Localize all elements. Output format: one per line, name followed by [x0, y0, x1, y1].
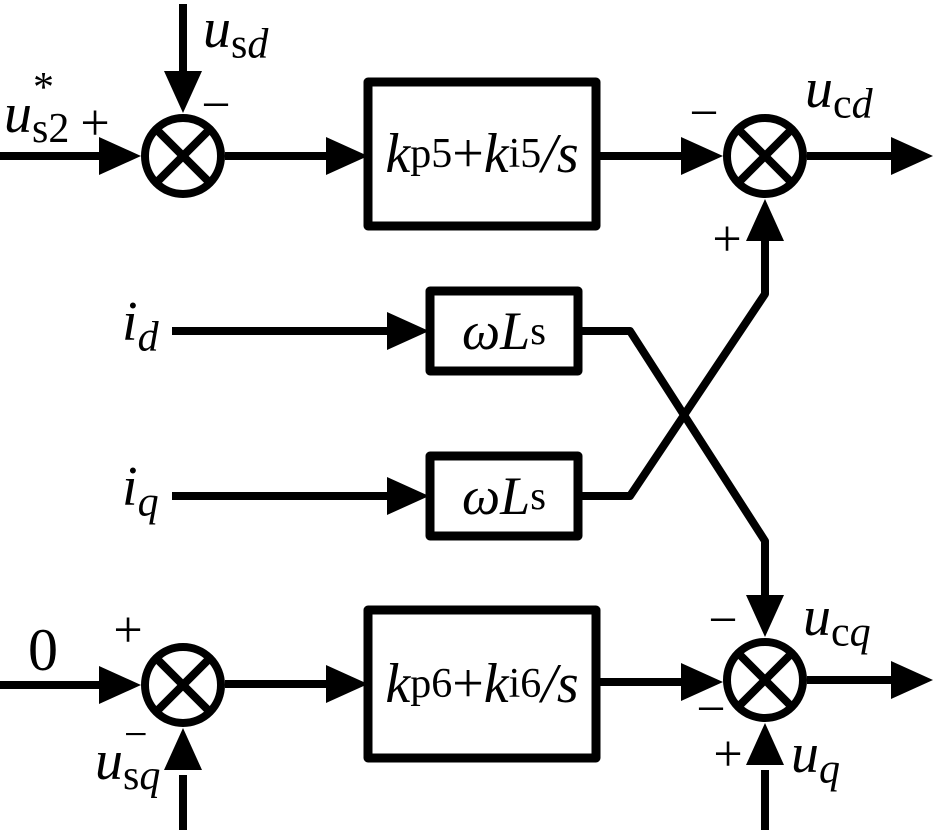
- ucd-sub-c: c: [833, 81, 852, 128]
- label-us2-ref: u*s2: [4, 67, 76, 150]
- pid-plus: +: [452, 123, 484, 185]
- sign-j2-plus: +: [712, 211, 742, 268]
- label-usd: usd: [203, 1, 268, 66]
- usq-sub-s: s: [123, 752, 140, 799]
- piq-k2: k: [483, 653, 509, 715]
- summing-junction-q-output: [723, 638, 807, 722]
- usd-sub-d: d: [247, 21, 269, 68]
- pid-k1-sub: p5: [410, 131, 453, 177]
- ucd-sub-d: d: [851, 81, 873, 128]
- coupling-gain-d-block: [425, 286, 583, 376]
- wls2-sub: s: [530, 472, 546, 518]
- usq-base: u: [95, 730, 123, 792]
- pid-k2: k: [483, 123, 509, 185]
- arrowhead-j1-to-pid: [326, 137, 368, 175]
- arrowhead-usq: [164, 728, 202, 770]
- label-uq: uq: [791, 726, 840, 791]
- ucd-base: u: [805, 58, 833, 120]
- id-sub: d: [137, 314, 159, 361]
- piq-k1: k: [385, 653, 411, 715]
- pid-k2-sub: i5: [508, 131, 542, 177]
- us2-base: u: [4, 83, 32, 145]
- uq-sub: q: [819, 746, 840, 793]
- arrowhead-cross-up: [746, 199, 784, 241]
- usd-sub-s: s: [231, 21, 248, 68]
- summing-junction-d-output: [723, 114, 807, 198]
- label-ucd: ucd: [805, 61, 873, 126]
- arrowhead-d-ref: [99, 137, 141, 175]
- us2-star: *: [33, 64, 54, 111]
- iq-sub: q: [137, 479, 159, 526]
- iq-base: i: [122, 456, 138, 518]
- wls1-sub: s: [530, 307, 546, 353]
- zero-text: 0: [28, 617, 58, 683]
- pid-k1: k: [385, 123, 411, 185]
- sign-j4-plus: +: [713, 726, 743, 783]
- arrowhead-ucd-output: [891, 137, 933, 175]
- signal-line-cross-up: [578, 240, 769, 500]
- uq-base: u: [791, 723, 819, 785]
- pid-over-s: /s: [541, 123, 579, 185]
- label-usq: u−sq: [95, 714, 167, 797]
- sign-j4-minus-top: −: [708, 592, 738, 649]
- arrowhead-j3-to-piq: [326, 665, 368, 703]
- arrowhead-pid-to-j2: [681, 137, 723, 175]
- arrowhead-uq: [746, 723, 784, 765]
- coupling-gain-q-block: [425, 451, 583, 541]
- us2-sub: s2: [32, 105, 70, 152]
- wls2-base: ωL: [462, 466, 531, 526]
- label-iq: iq: [122, 459, 159, 524]
- arrowhead-q-ref: [99, 666, 141, 704]
- usq-sub: sq: [123, 755, 160, 797]
- ucq-sub-q: q: [849, 609, 871, 656]
- id-base: i: [122, 291, 138, 353]
- summing-junction-d-error: [141, 114, 225, 198]
- piq-k1-sub: p6: [410, 661, 453, 707]
- us2-supsub: *s2: [32, 67, 76, 150]
- arrowhead-usd: [164, 71, 202, 113]
- usq-minus-sign: −: [124, 711, 148, 758]
- wls1-base: ωL: [462, 301, 531, 361]
- piq-plus: +: [452, 653, 484, 715]
- ucq-base: u: [803, 586, 831, 648]
- signal-line-cross-down: [578, 327, 769, 600]
- sign-j4-minus-left: −: [696, 681, 726, 738]
- ucq-sub-c: c: [831, 609, 850, 656]
- arrowhead-id: [387, 312, 429, 350]
- usd-base: u: [203, 0, 231, 60]
- arrowhead-piq-to-j4: [681, 663, 723, 701]
- sign-j3-plus: +: [113, 602, 143, 659]
- sign-j1-plus: +: [80, 95, 110, 152]
- arrowhead-ucq-output: [891, 661, 933, 699]
- arrowhead-iq: [387, 477, 429, 515]
- piq-over-s: /s: [541, 653, 579, 715]
- arrowhead-cross-down: [746, 595, 784, 637]
- usq-supsub: −sq: [123, 714, 167, 797]
- sign-j1-minus: −: [201, 77, 231, 134]
- piq-k2-sub: i6: [508, 661, 542, 707]
- usq-sub-q: q: [139, 752, 161, 799]
- label-id: id: [122, 294, 159, 359]
- pi-controller-d-block: [363, 77, 601, 231]
- label-ucq: ucq: [803, 589, 871, 654]
- sign-j2-minus: −: [689, 85, 719, 142]
- summing-junction-q-error: [141, 643, 225, 727]
- label-zero: 0: [28, 620, 58, 680]
